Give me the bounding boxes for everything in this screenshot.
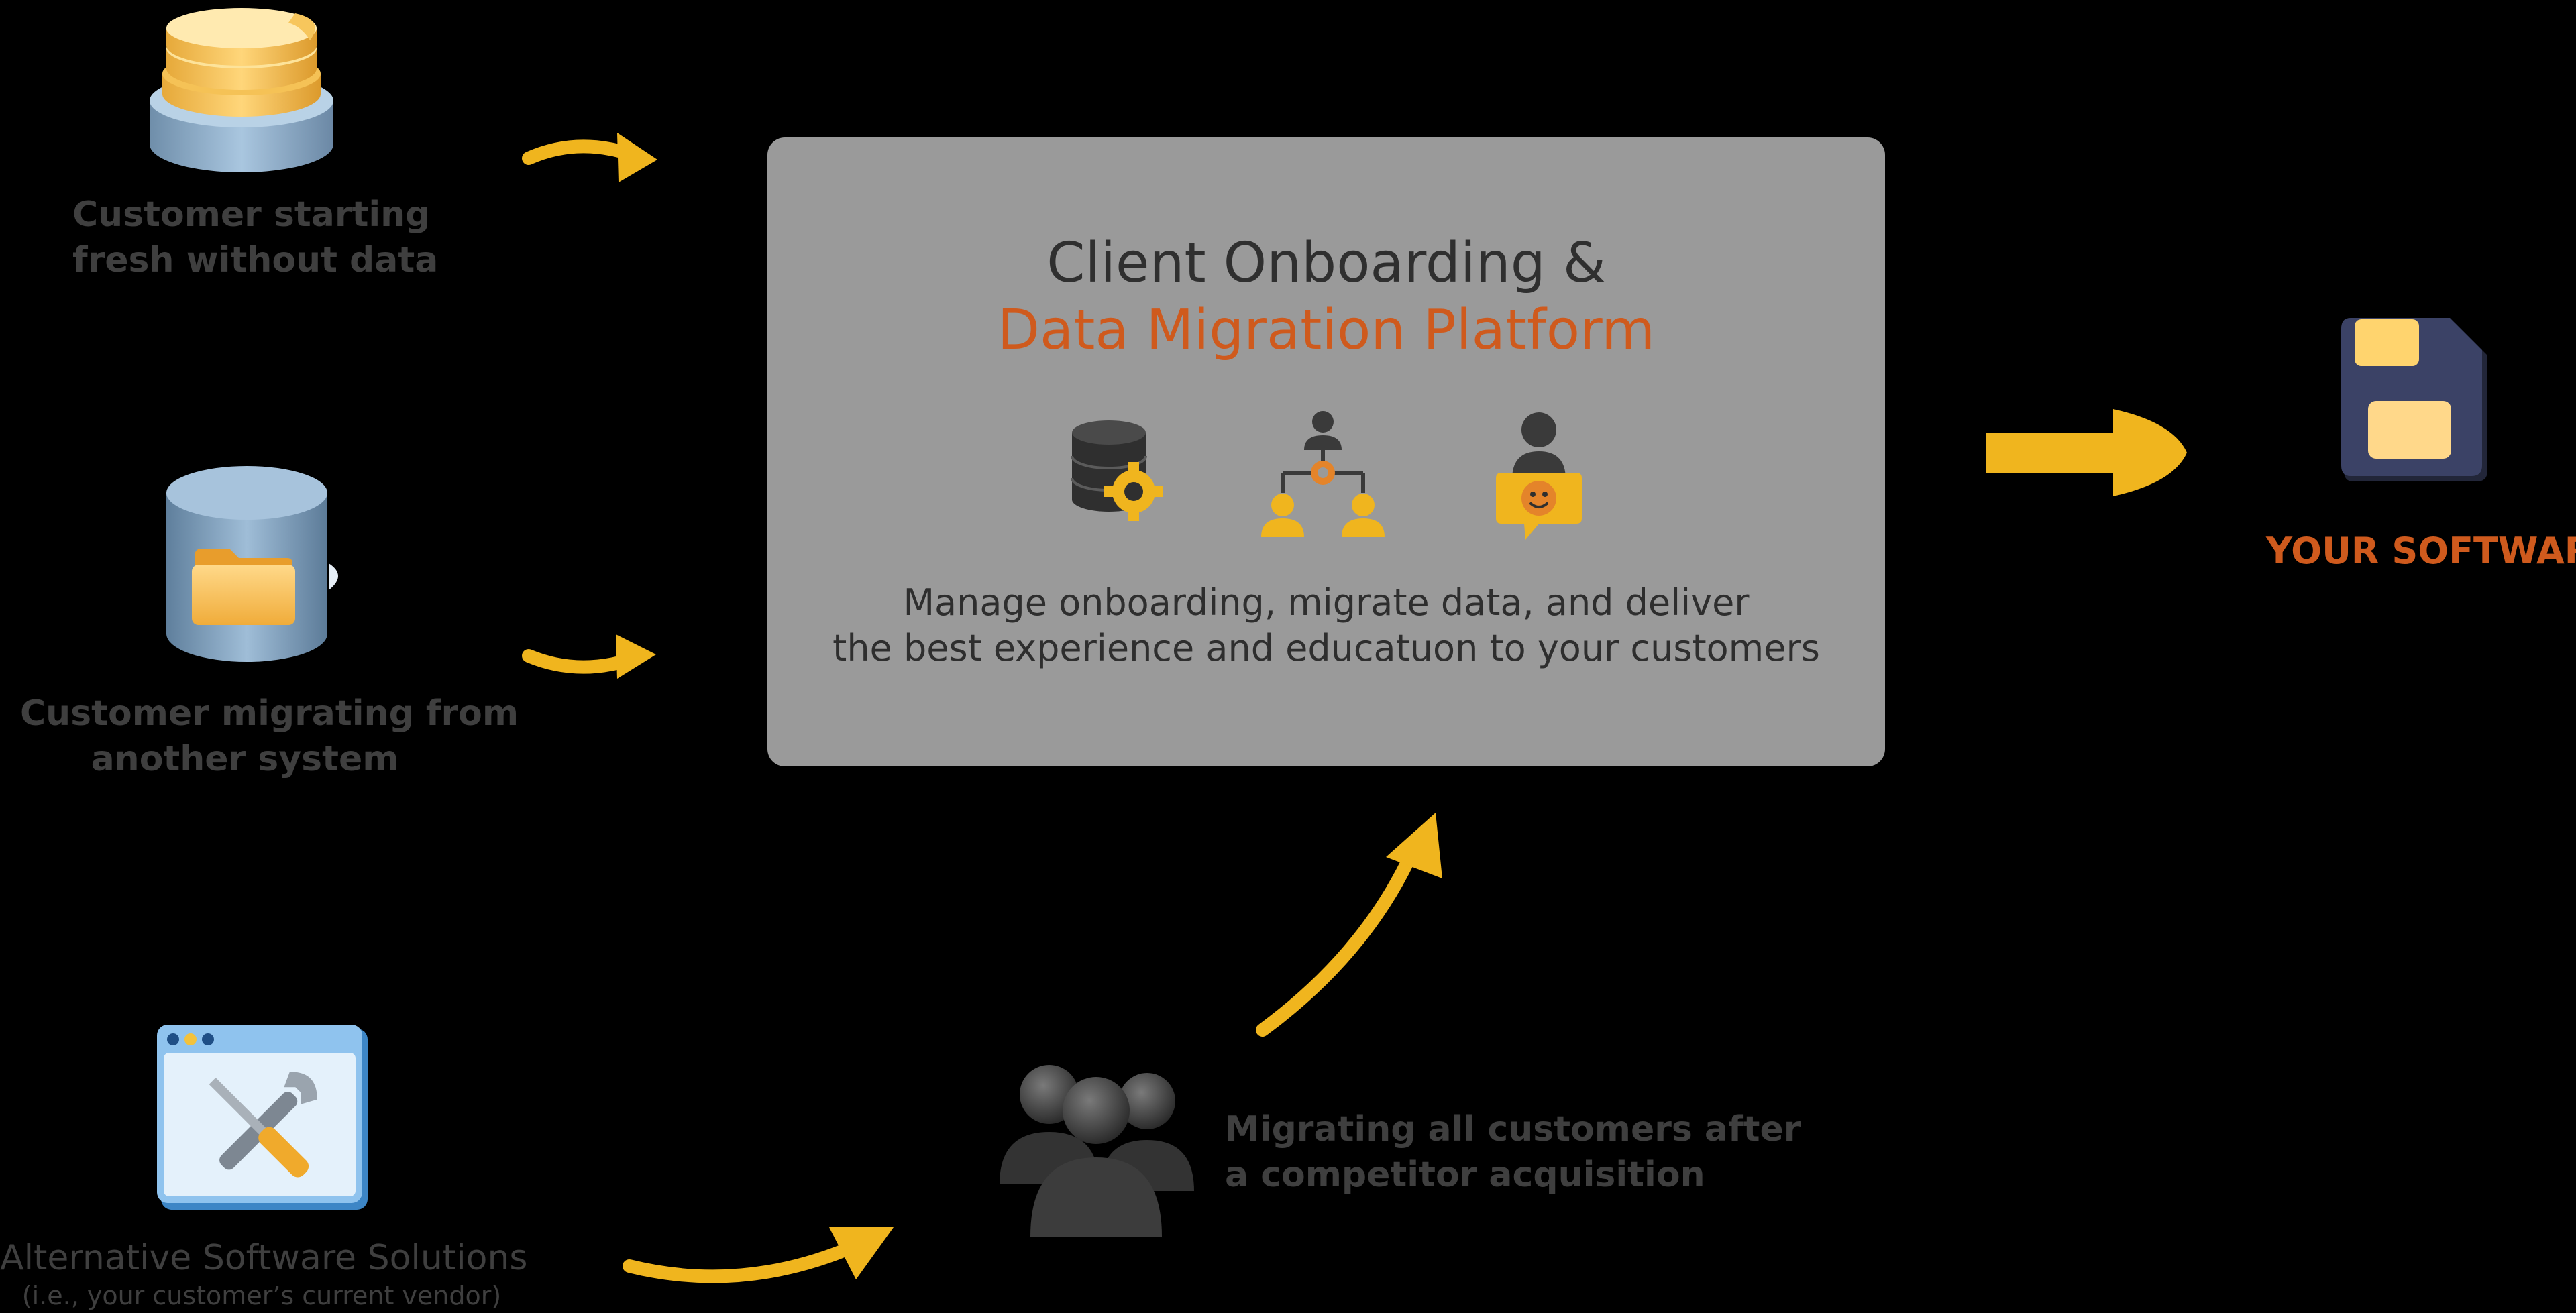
source-migrating-line2: another system bbox=[91, 739, 399, 779]
people-group-icon bbox=[1000, 1065, 1194, 1237]
arrow-alternative-to-acquisition bbox=[623, 1227, 894, 1283]
platform-desc-line2: the best experience and educatuon to you… bbox=[833, 627, 1820, 669]
software-tools-window-icon bbox=[157, 1025, 368, 1210]
acquisition-caption: Migrating all customers after a competit… bbox=[1225, 1106, 1801, 1198]
platform-title-line1: Client Onboarding & bbox=[1046, 231, 1606, 295]
arrow-platform-to-software bbox=[1986, 409, 2187, 496]
arrow-fresh-to-platform bbox=[522, 133, 657, 182]
platform-desc-line1: Manage onboarding, migrate data, and del… bbox=[903, 581, 1750, 624]
acquisition-line2: a competitor acquisition bbox=[1225, 1155, 1705, 1195]
database-gear-icon bbox=[1071, 420, 1163, 521]
source-fresh-line1: Customer starting bbox=[72, 194, 431, 235]
arrow-migrating-to-platform bbox=[522, 634, 656, 679]
empty-database-icon bbox=[150, 8, 333, 172]
source-alternative-line1: Alternative Software Solutions bbox=[0, 1238, 528, 1278]
arrow-acquisition-to-platform bbox=[1256, 813, 1442, 1037]
support-agent-chat-icon bbox=[1496, 412, 1582, 540]
source-fresh-caption: Customer starting fresh without data bbox=[72, 192, 438, 283]
source-alternative-caption: Alternative Software Solutions (i.e., yo… bbox=[0, 1235, 528, 1310]
acquisition-line1: Migrating all customers after bbox=[1225, 1109, 1801, 1149]
database-folder-icon bbox=[166, 466, 338, 662]
platform-card: Client Onboarding & Data Migration Platf… bbox=[767, 137, 1885, 766]
source-alternative-line2: (i.e., your customer’s current vendor) bbox=[21, 1281, 502, 1310]
floppy-disk-icon bbox=[2341, 318, 2487, 481]
your-software-label: YOUR SOFTWARE bbox=[2266, 530, 2576, 572]
platform-title-line2: Data Migration Platform bbox=[997, 298, 1656, 362]
team-hierarchy-gear-icon bbox=[1261, 411, 1385, 537]
source-migrating-caption: Customer migrating from another system bbox=[20, 691, 519, 782]
platform-description: Manage onboarding, migrate data, and del… bbox=[767, 580, 1885, 671]
source-migrating-line1: Customer migrating from bbox=[20, 693, 519, 734]
source-fresh-line2: fresh without data bbox=[72, 240, 439, 280]
